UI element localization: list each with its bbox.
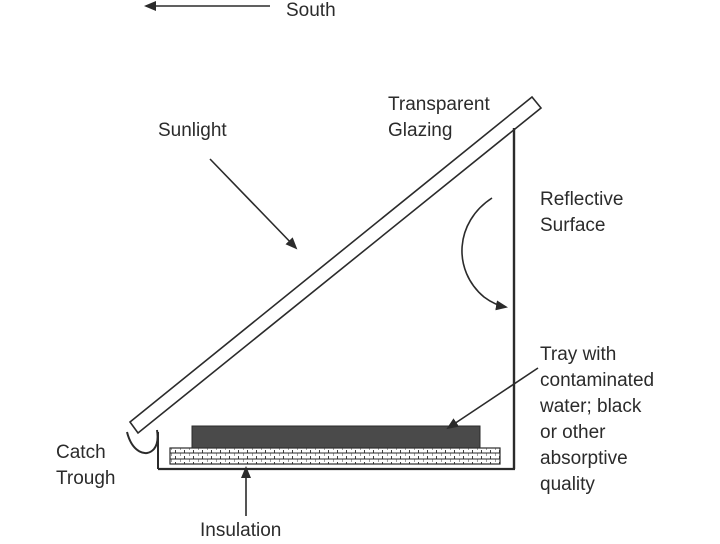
tray bbox=[191, 425, 481, 449]
tray-label-line: absorptive bbox=[540, 448, 628, 469]
reflective-curve-arrow bbox=[461, 197, 508, 311]
tray-pointer-arrow bbox=[446, 367, 539, 430]
south-label: South bbox=[286, 0, 336, 21]
catch-trough-label: Catch Trough bbox=[56, 440, 116, 492]
reflective-label-line: Reflective bbox=[540, 189, 624, 210]
catch-trough-label-line: Catch bbox=[56, 442, 106, 463]
tray-label-line: water; black bbox=[540, 396, 642, 417]
insulation-layer bbox=[169, 447, 501, 465]
tray-label-line: Tray with bbox=[540, 344, 617, 365]
insulation-label: Insulation bbox=[200, 520, 282, 541]
glazing-label-line: Transparent bbox=[388, 94, 490, 115]
reflective-label: Reflective Surface bbox=[540, 187, 623, 239]
tray-label: Tray with contaminated water; black or o… bbox=[540, 342, 654, 498]
glazing-panel bbox=[128, 95, 543, 435]
tray-label-line: or other bbox=[540, 422, 606, 443]
tray-label-line: contaminated bbox=[540, 370, 655, 391]
glazing-label: Transparent Glazing bbox=[388, 92, 490, 144]
catch-trough-label-line: Trough bbox=[56, 468, 116, 489]
tray-label-line: quality bbox=[540, 474, 595, 495]
reflective-label-line: Surface bbox=[540, 215, 606, 236]
sunlight-label: Sunlight bbox=[158, 120, 227, 141]
glazing-label-line: Glazing bbox=[388, 120, 453, 141]
catch-trough bbox=[126, 429, 159, 454]
sunlight-arrow bbox=[209, 158, 298, 250]
